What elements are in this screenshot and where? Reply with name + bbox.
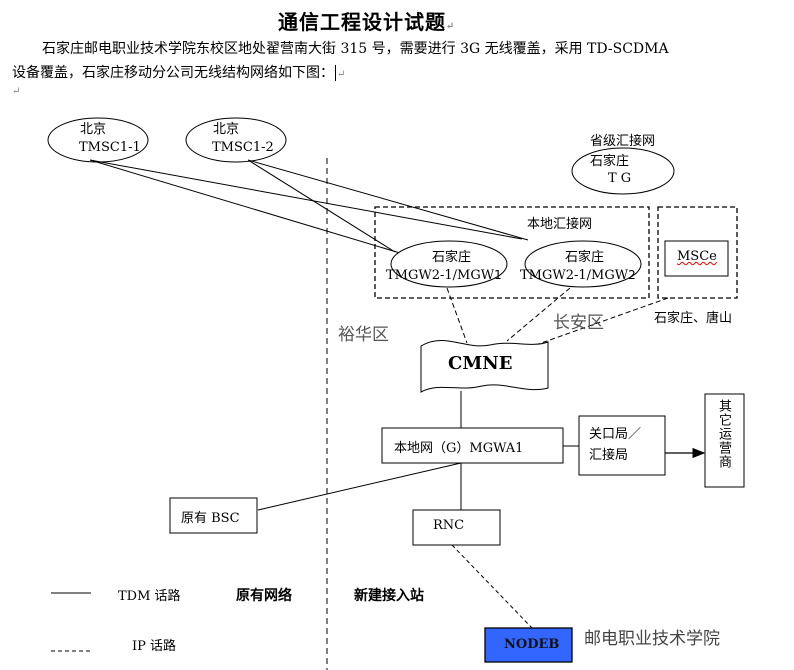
other-operators-box[interactable] xyxy=(704,393,745,488)
tg-label-line2: T G xyxy=(608,171,632,186)
bsc-box[interactable] xyxy=(169,497,258,534)
region-yuhua-label: 裕华区 xyxy=(338,325,389,345)
region-changan-label: 长安区 xyxy=(553,313,604,333)
gateway-label-line1: 关口局／ xyxy=(589,427,642,442)
mgwa1-box[interactable] xyxy=(381,427,564,464)
tdm-link-tmsc2-tmgw1 xyxy=(247,159,396,253)
tg-label-line1: 石家庄 xyxy=(590,154,630,169)
msce-caption: 石家庄、唐山 xyxy=(654,311,733,326)
cmne-label: CMNE xyxy=(448,353,513,374)
text-cursor xyxy=(335,65,336,81)
title-text: 通信工程设计试题 xyxy=(278,10,446,34)
tmsc2-label-line2: TMSC1-2 xyxy=(212,140,274,155)
msce-text: MSCe xyxy=(677,249,717,264)
paragraph-line-1: 石家庄邮电职业技术学院东校区地处翟营南大街 315 号，需要进行 3G 无线覆盖… xyxy=(42,38,669,58)
bsc-label: 原有 BSC xyxy=(181,511,240,526)
gateway-label-line2: 汇接局 xyxy=(589,448,629,463)
tmgw1-ellipse[interactable] xyxy=(390,240,508,288)
other-operators-label: 其它运营商 xyxy=(716,399,731,469)
msce-label: MSCe xyxy=(677,249,717,264)
paragraph-text-2: 设备覆盖，石家庄移动分公司无线结构网络如下图： xyxy=(12,65,334,81)
empty-paragraph-mark: ↵ xyxy=(12,86,21,97)
ip-link-msce-cmne xyxy=(515,297,669,353)
tg-ellipse[interactable] xyxy=(571,147,675,195)
tmsc2-ellipse[interactable] xyxy=(185,117,287,163)
paragraph-mark: ↵ xyxy=(337,69,346,80)
rnc-box[interactable] xyxy=(412,509,501,546)
tdm-link-mgwa1-bsc xyxy=(257,462,462,511)
tmgw2-suffix: 2 xyxy=(628,268,636,282)
mgwa1-label: 本地网（G）MGWA1 xyxy=(394,441,524,456)
tdm-link-tmsc2-tmgw2 xyxy=(247,159,529,241)
tmsc2-label-line1: 北京 xyxy=(213,122,240,137)
document-title: 通信工程设计试题↵ xyxy=(278,6,455,35)
tmgw1-suffix: 1 xyxy=(494,268,502,282)
nodeb-caption: 邮电职业技术学院 xyxy=(584,629,720,649)
tmsc1-label-line1: 北京 xyxy=(80,122,107,137)
paragraph-text-1: 石家庄邮电职业技术学院东校区地处翟营南大街 315 号，需要进行 3G 无线覆盖… xyxy=(42,41,669,57)
local-tandem-group-box xyxy=(374,206,650,299)
tmgw2-label-line1: 石家庄 xyxy=(565,250,605,265)
paragraph-line-2[interactable]: 设备覆盖，石家庄移动分公司无线结构网络如下图：↵ xyxy=(12,62,345,82)
cmne-shape[interactable] xyxy=(420,340,549,393)
paragraph-mark: ↵ xyxy=(446,21,456,32)
provincial-tandem-label: 省级汇接网 xyxy=(590,134,656,149)
tdm-link-tmsc1-tmgw2 xyxy=(89,159,523,240)
msce-box[interactable] xyxy=(664,240,729,277)
legend-tdm-label: TDM 话路 xyxy=(118,589,181,604)
ip-link-tmgw2-cmne xyxy=(506,287,571,342)
legend-original-network: 原有网络 xyxy=(236,588,292,604)
tmgw2-label-line2: TMGW2-1/MGW2 xyxy=(520,268,636,283)
tmgw1-label-line2: TMGW2-1/MGW1 xyxy=(386,268,502,283)
tmgw1-label-line1: 石家庄 xyxy=(432,250,472,265)
nodeb-label: NODEB xyxy=(504,637,560,652)
ip-link-tmgw1-cmne xyxy=(446,287,468,344)
tmgw2-name: TMGW2-1/MGW xyxy=(520,268,629,283)
nodeb-box[interactable] xyxy=(484,627,573,663)
legend-ip-label: IP 话路 xyxy=(132,639,177,654)
tmgw2-ellipse[interactable] xyxy=(524,240,642,288)
msce-group-box xyxy=(657,206,738,299)
gateway-box[interactable] xyxy=(578,415,666,476)
legend-new-station: 新建接入站 xyxy=(354,588,424,604)
tdm-link-tmsc1-tmgw1 xyxy=(89,159,401,254)
tmgw1-name: TMGW2-1/MGW xyxy=(386,268,495,283)
local-tandem-label: 本地汇接网 xyxy=(527,217,593,232)
tmsc1-label-line2: TMSC1-1 xyxy=(79,140,141,155)
ip-link-rnc-nodeb xyxy=(451,544,533,629)
rnc-label: RNC xyxy=(433,518,465,533)
